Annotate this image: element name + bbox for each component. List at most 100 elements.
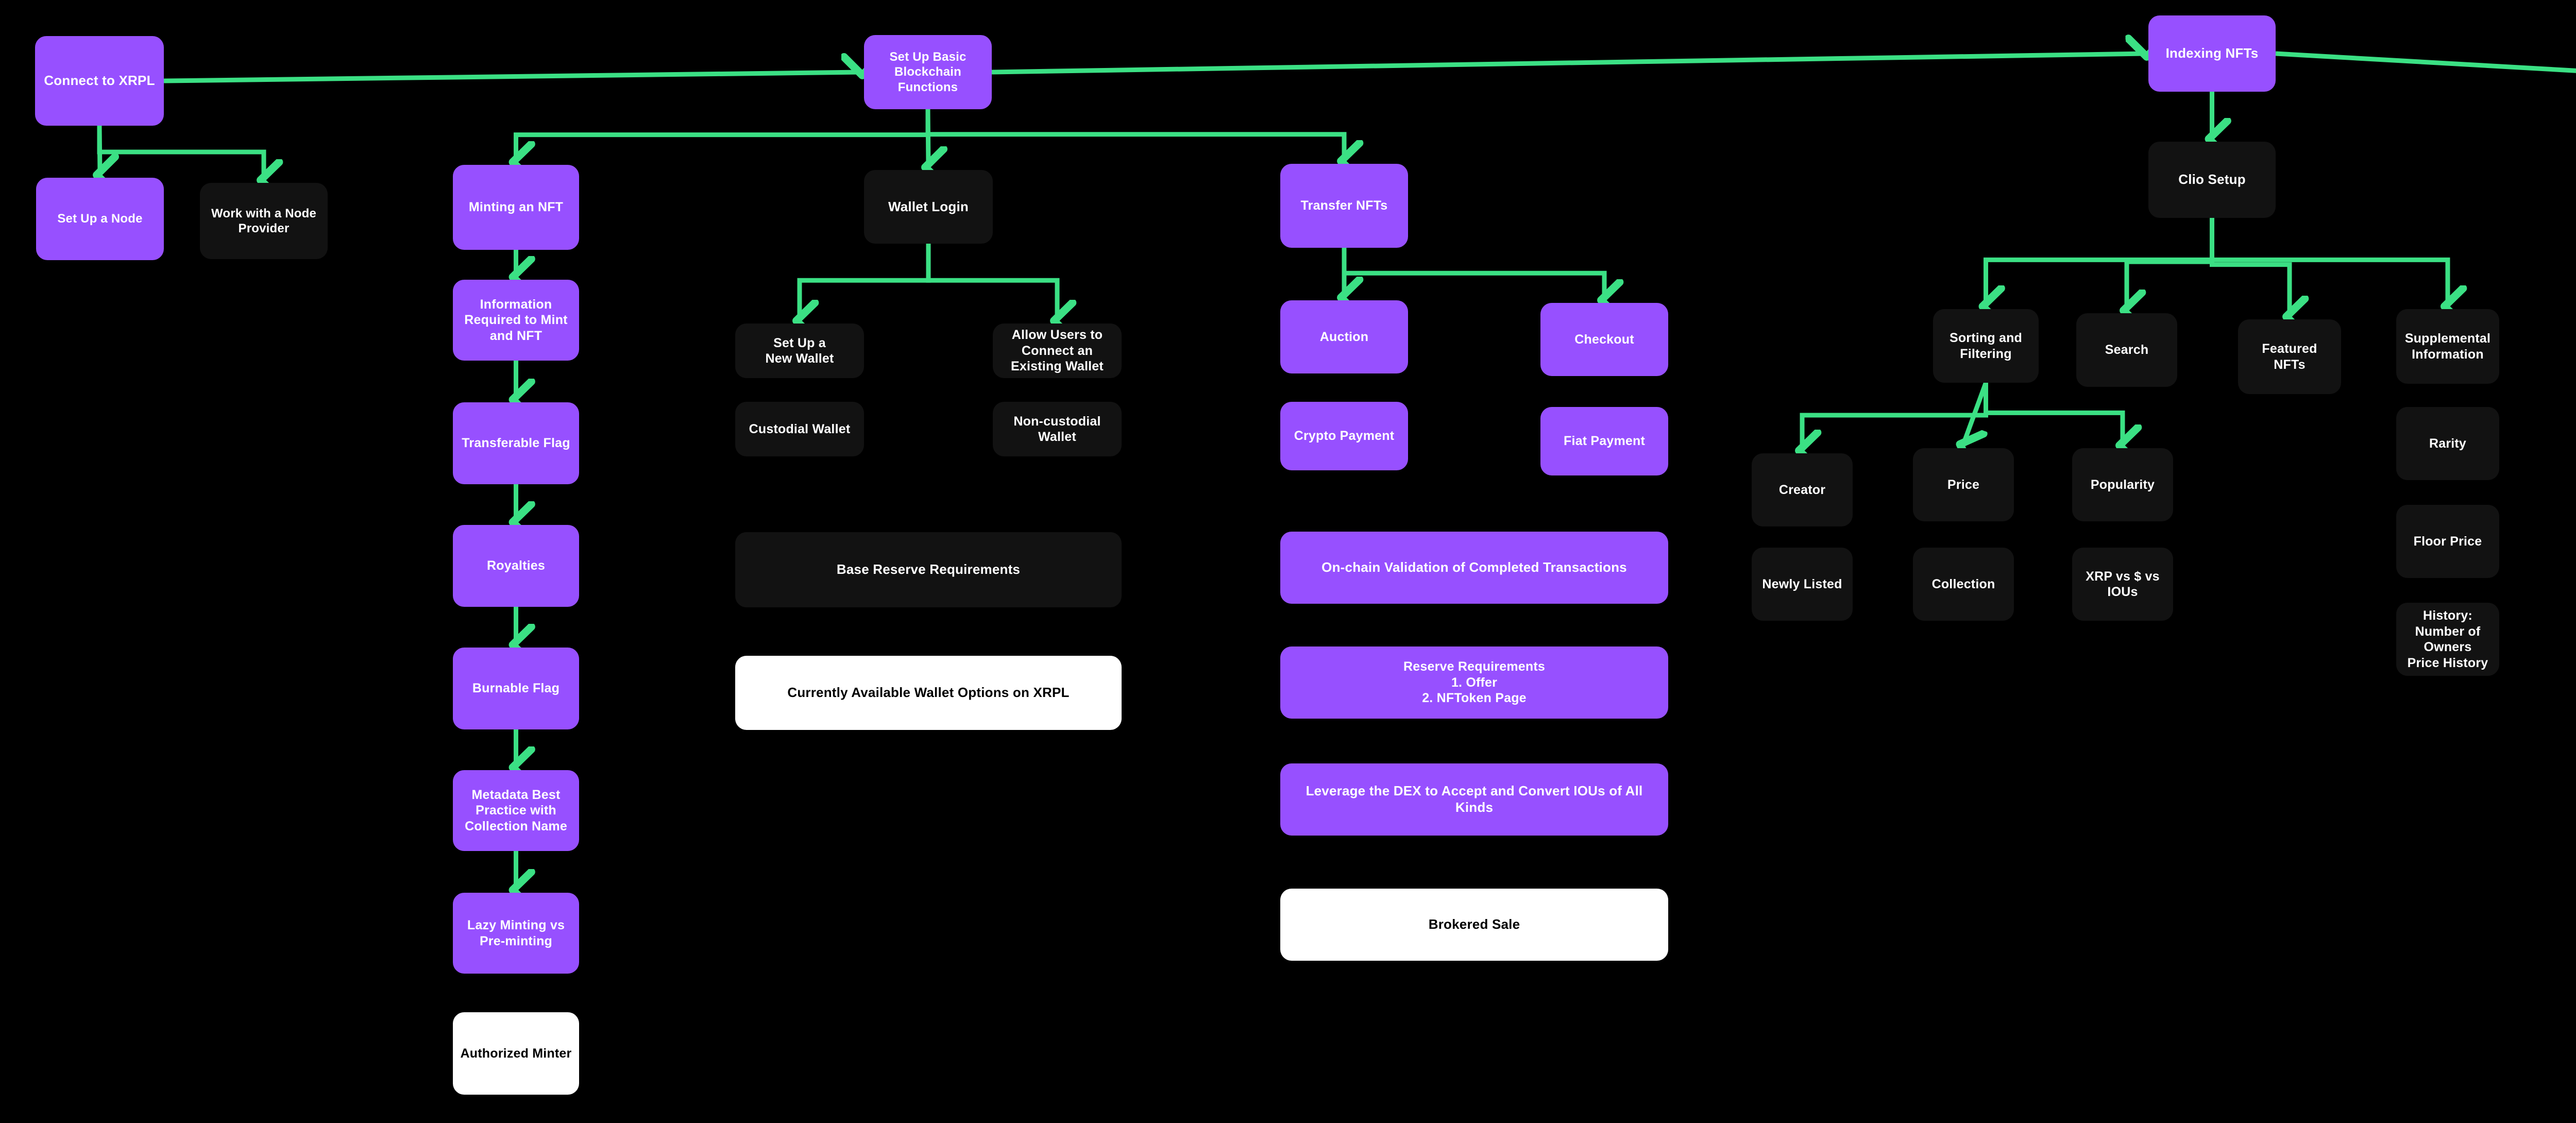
node-label: Burnable Flag xyxy=(472,681,560,696)
node-on-chain-validation-of-completed-transactions[interactable]: On-chain Validation of Completed Transac… xyxy=(1280,532,1668,604)
node-set-up-a-node[interactable]: Set Up a Node xyxy=(36,178,164,260)
node-featured-nfts[interactable]: Featured NFTs xyxy=(2238,319,2341,394)
node-label: Set Up a Node xyxy=(57,212,143,226)
node-label: XRP vs $ vs IOUs xyxy=(2086,569,2160,600)
node-history-number-of-owners-price-history[interactable]: History: Number of Owners Price History xyxy=(2396,603,2499,676)
node-wallet-login[interactable]: Wallet Login xyxy=(864,170,993,244)
node-label: Checkout xyxy=(1574,332,1634,347)
node-connect-to-xrpl[interactable]: Connect to XRPL xyxy=(35,36,164,126)
node-label: Crypto Payment xyxy=(1294,429,1395,444)
node-label: Floor Price xyxy=(2413,534,2482,549)
node-search[interactable]: Search xyxy=(2076,313,2177,387)
node-label: Rarity xyxy=(2429,436,2467,451)
node-label: Custodial Wallet xyxy=(749,421,851,436)
node-set-up-a-new-wallet[interactable]: Set Up a New Wallet xyxy=(735,324,864,378)
node-information-required-to-mint-an-nft[interactable]: Information Required to Mint and NFT xyxy=(453,280,579,361)
node-label: Indexing NFTs xyxy=(2165,45,2259,61)
edge-clio-setup--to--featured-nfts xyxy=(2210,218,2290,315)
node-label: Allow Users to Connect an Existing Walle… xyxy=(1011,328,1104,374)
node-fiat-payment[interactable]: Fiat Payment xyxy=(1540,407,1668,475)
node-label: Connect to XRPL xyxy=(44,73,155,89)
node-newly-listed[interactable]: Newly Listed xyxy=(1752,548,1853,621)
node-label: History: Number of Owners Price History xyxy=(2407,608,2488,670)
node-floor-price[interactable]: Floor Price xyxy=(2396,505,2499,578)
node-metadata-best-practice-with-collection-name[interactable]: Metadata Best Practice with Collection N… xyxy=(453,770,579,851)
node-label: Authorized Minter xyxy=(460,1046,572,1061)
node-brokered-sale[interactable]: Brokered Sale xyxy=(1280,889,1668,961)
node-non-custodial-wallet[interactable]: Non-custodial Wallet xyxy=(993,402,1122,456)
node-burnable-flag[interactable]: Burnable Flag xyxy=(453,648,579,729)
node-label: Transfer NFTs xyxy=(1300,198,1388,213)
node-label: Auction xyxy=(1319,329,1369,344)
edge-indexing-nfts--to--nft-caching xyxy=(2275,51,2576,73)
node-royalties[interactable]: Royalties xyxy=(453,525,579,607)
node-label: On-chain Validation of Completed Transac… xyxy=(1321,559,1627,575)
node-label: Reserve Requirements 1. Offer 2. NFToken… xyxy=(1403,659,1545,706)
node-leverage-the-dex-to-accept-and-convert-ious-of-all-kinds[interactable]: Leverage the DEX to Accept and Convert I… xyxy=(1280,763,1668,836)
node-label: Minting an NFT xyxy=(468,200,564,215)
node-clio-setup[interactable]: Clio Setup xyxy=(2148,142,2276,218)
node-popularity[interactable]: Popularity xyxy=(2072,448,2173,521)
edge-sorting-and-filtering--to--creator xyxy=(1802,383,1988,449)
node-label: Royalties xyxy=(487,558,545,573)
node-crypto-payment[interactable]: Crypto Payment xyxy=(1280,402,1408,470)
node-label: Transferable Flag xyxy=(462,436,570,451)
node-rarity[interactable]: Rarity xyxy=(2396,407,2499,480)
node-label: Information Required to Mint and NFT xyxy=(464,297,568,343)
node-label: Clio Setup xyxy=(2178,172,2246,188)
node-label: Featured NFTs xyxy=(2262,342,2317,372)
edge-set-up-basic-blockchain-functions--to--indexing-nfts xyxy=(991,54,2145,75)
edge-set-up-basic-blockchain-functions--to--transfer-nfts xyxy=(925,109,1344,160)
node-label: Sorting and Filtering xyxy=(1949,331,2023,361)
node-transferable-flag[interactable]: Transferable Flag xyxy=(453,402,579,484)
node-collection[interactable]: Collection xyxy=(1913,548,2014,621)
node-base-reserve-requirements[interactable]: Base Reserve Requirements xyxy=(735,532,1122,607)
node-sorting-and-filtering[interactable]: Sorting and Filtering xyxy=(1933,309,2039,383)
node-custodial-wallet[interactable]: Custodial Wallet xyxy=(735,402,864,456)
node-checkout[interactable]: Checkout xyxy=(1540,303,1668,376)
edge-transfer-nfts--to--checkout xyxy=(1342,248,1604,299)
node-creator[interactable]: Creator xyxy=(1752,453,1853,526)
edge-clio-setup--to--sorting-and-filtering xyxy=(1986,218,2214,305)
node-label: Collection xyxy=(1931,576,1995,591)
node-label: Base Reserve Requirements xyxy=(836,562,1021,577)
edge-wallet-login--to--set-up-a-new-wallet xyxy=(800,244,931,319)
node-label: Newly Listed xyxy=(1762,576,1842,591)
node-label: Popularity xyxy=(2090,477,2155,492)
node-label: Creator xyxy=(1778,482,1826,497)
node-indexing-nfts[interactable]: Indexing NFTs xyxy=(2148,15,2276,92)
node-currently-available-wallet-options-on-xrpl[interactable]: Currently Available Wallet Options on XR… xyxy=(735,656,1122,730)
node-minting-an-nft[interactable]: Minting an NFT xyxy=(453,165,579,250)
node-set-up-basic-blockchain-functions[interactable]: Set Up Basic Blockchain Functions xyxy=(864,35,992,109)
edge-sorting-and-filtering--to--price xyxy=(1963,382,1988,444)
node-label: Work with a Node Provider xyxy=(211,206,317,235)
edge-connect-to-xrpl--to--set-up-basic-blockchain-functions xyxy=(163,72,861,83)
edge-sorting-and-filtering--to--popularity xyxy=(1984,383,2123,444)
node-label: Brokered Sale xyxy=(1428,916,1520,932)
node-lazy-minting-vs-pre-minting[interactable]: Lazy Minting vs Pre-minting xyxy=(453,893,579,974)
edge-connect-to-xrpl--to--set-up-a-node xyxy=(99,125,100,174)
node-label: Wallet Login xyxy=(888,198,969,214)
node-label: Fiat Payment xyxy=(1563,434,1645,449)
node-work-with-a-node-provider[interactable]: Work with a Node Provider xyxy=(200,183,328,259)
node-label: Currently Available Wallet Options on XR… xyxy=(787,685,1070,701)
node-label: Leverage the DEX to Accept and Convert I… xyxy=(1306,783,1643,815)
edge-connect-to-xrpl--to--work-with-a-node-provider xyxy=(97,126,264,179)
node-label: Search xyxy=(2105,343,2149,358)
node-transfer-nfts[interactable]: Transfer NFTs xyxy=(1280,164,1408,248)
node-xrp-vs-dollar-vs-ious[interactable]: XRP vs $ vs IOUs xyxy=(2072,548,2173,621)
node-label: Lazy Minting vs Pre-minting xyxy=(467,918,565,948)
node-price[interactable]: Price xyxy=(1913,448,2014,521)
node-label: Metadata Best Practice with Collection N… xyxy=(465,787,567,833)
node-label: Non-custodial Wallet xyxy=(1013,414,1101,445)
node-allow-users-to-connect-an-existing-wallet[interactable]: Allow Users to Connect an Existing Walle… xyxy=(993,324,1122,378)
edge-wallet-login--to--allow-users-to-connect-an-existing-wallet xyxy=(926,244,1057,319)
node-reserve-requirements[interactable]: Reserve Requirements 1. Offer 2. NFToken… xyxy=(1280,646,1668,719)
edge-clio-setup--to--search xyxy=(2127,218,2214,309)
node-label: Set Up a New Wallet xyxy=(765,335,834,366)
node-label: Set Up Basic Blockchain Functions xyxy=(889,50,967,94)
node-supplemental-information[interactable]: Supplemental Information xyxy=(2396,309,2499,384)
node-authorized-minter[interactable]: Authorized Minter xyxy=(453,1012,579,1095)
node-auction[interactable]: Auction xyxy=(1280,300,1408,373)
